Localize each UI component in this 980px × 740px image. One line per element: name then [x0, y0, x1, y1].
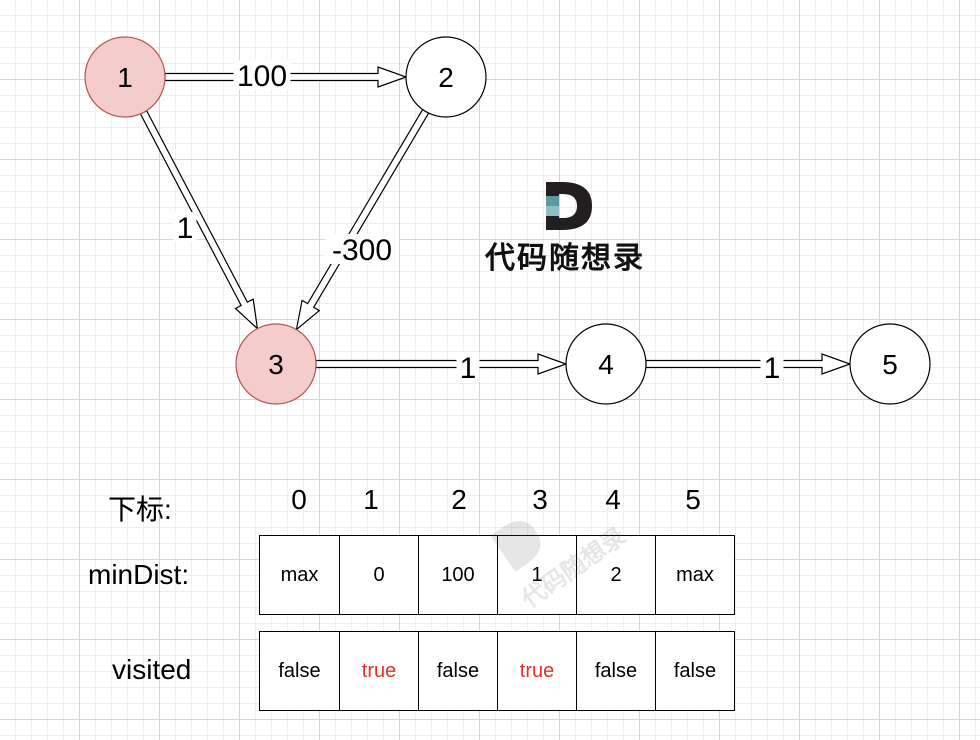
edge-arrow-4-5 — [645, 353, 852, 375]
edge-weight-3-4: 1 — [460, 352, 477, 385]
node-circle-2 — [405, 36, 487, 118]
edge-label-bg-1-2 — [233, 60, 291, 90]
node-circle-1 — [84, 36, 166, 118]
edge-label-bg-3-4 — [456, 352, 480, 382]
edge-3-4: 1 — [315, 352, 568, 385]
node-circle-5 — [849, 323, 931, 405]
watermark-text: 代码随想录 — [484, 241, 645, 276]
visited-cell-0: false — [278, 659, 321, 682]
edge-1-3: 1 — [139, 109, 259, 331]
visited-cell-5: false — [655, 632, 734, 710]
index-cell-3: 3 — [532, 484, 548, 515]
min-dist-cell-0: max — [280, 563, 319, 586]
edge-weight-1-3: 1 — [177, 212, 194, 245]
edge-weight-4-5: 1 — [764, 352, 781, 385]
node-circle-3 — [235, 323, 317, 405]
index-cell-0: 0 — [291, 484, 307, 515]
node-circle-4 — [565, 323, 647, 405]
edge-arrow-1-3 — [139, 109, 259, 331]
edge-label-bg-1-3 — [173, 212, 197, 242]
edges-layer: 100 1 -300 1 1 — [139, 60, 852, 385]
min-dist-cell-5: max — [655, 536, 734, 614]
node-label-5: 5 — [882, 349, 898, 380]
edge-2-3: -300 — [295, 108, 430, 332]
edge-weight-1-2: 100 — [237, 60, 287, 93]
nodes-layer: 1 2 3 4 5 — [84, 36, 931, 405]
visited-cell-4: false — [576, 632, 655, 710]
node-label-3: 3 — [268, 349, 284, 380]
edge-weight-2-3: -300 — [332, 234, 392, 267]
index-cell-4: 4 — [605, 484, 621, 515]
node-2: 2 — [405, 36, 487, 118]
node-label-2: 2 — [438, 62, 454, 93]
node-label-4: 4 — [598, 349, 614, 380]
min-dist-label: minDist: — [88, 559, 190, 590]
node-1: 1 — [84, 36, 166, 118]
visited-label: visited — [112, 654, 192, 685]
min-dist-cell-3: 1 — [497, 536, 576, 614]
min-dist-table: max 0 100 1 2 max — [259, 535, 735, 615]
index-cell-5: 5 — [685, 484, 701, 515]
visited-cell-3: true — [497, 632, 576, 710]
min-dist-cell-1: 0 — [339, 536, 418, 614]
edge-arrow-3-4 — [315, 353, 568, 375]
edge-4-5: 1 — [645, 352, 852, 385]
node-label-1: 1 — [117, 62, 133, 93]
node-3: 3 — [235, 323, 317, 405]
min-dist-cell-2: 100 — [418, 536, 497, 614]
edge-arrow-2-3 — [295, 108, 430, 332]
index-cell-2: 2 — [451, 484, 467, 515]
index-cell-1: 1 — [363, 484, 379, 515]
visited-cell-2: false — [418, 632, 497, 710]
logo-d-icon — [546, 182, 592, 230]
min-dist-cell-4: 2 — [576, 536, 655, 614]
edge-label-bg-4-5 — [760, 352, 784, 382]
index-row-label: 下标: — [108, 494, 172, 525]
watermark-logo: 代码随想录 — [484, 182, 645, 276]
edge-1-2: 100 — [164, 60, 408, 93]
node-4: 4 — [565, 323, 647, 405]
edge-label-bg-2-3 — [325, 234, 399, 264]
node-5: 5 — [849, 323, 931, 405]
visited-cell-1: true — [339, 632, 418, 710]
visited-table: false true false true false false — [259, 631, 735, 711]
